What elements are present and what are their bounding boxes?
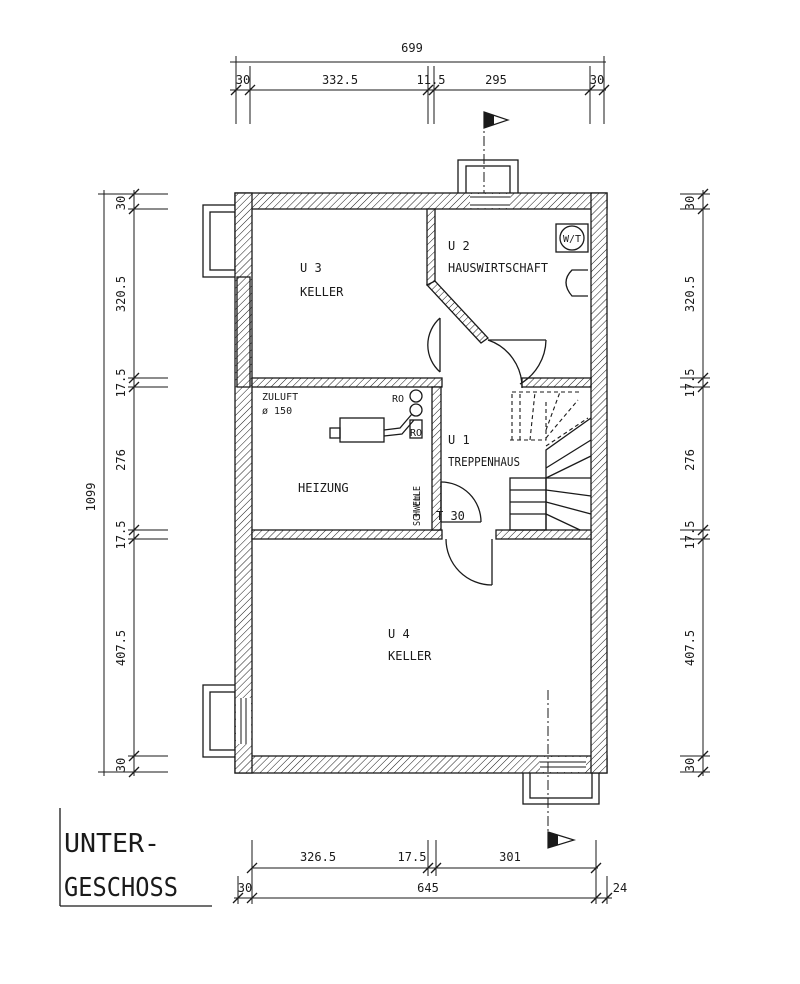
dim-top-total: 699: [401, 41, 423, 55]
utility-sink: [565, 269, 588, 297]
plan-title-line-1: UNTER-: [64, 829, 160, 859]
dim-right-part-2: 320.5: [683, 276, 697, 312]
flue-label-bottom: RO: [410, 428, 422, 439]
dim-bottom-right: 24: [613, 881, 627, 895]
wall-u3-u2-diagonal: [425, 280, 489, 344]
door-u3: [427, 317, 441, 373]
dim-bottom-part-2: 17.5: [398, 850, 427, 864]
room-u3-name: KELLER: [300, 285, 344, 299]
section-marker-top: [483, 111, 510, 200]
zuluft-size-label: ø 150: [262, 406, 292, 417]
room-heizung-name: HEIZUNG: [298, 481, 349, 495]
plan-title-line-2: GESCHOSS: [64, 873, 178, 903]
dim-right-part-6: 407.5: [683, 630, 697, 666]
door-u2: [487, 339, 523, 389]
door-u4: [445, 538, 493, 586]
room-u4-number: U 4: [388, 627, 410, 641]
light-well-top: [457, 159, 519, 197]
left-dimension-chain: 1099 30 320.5 17.5 276 17.5 407.5 30: [84, 188, 168, 778]
dim-right-part-3: 17.5: [683, 369, 697, 398]
dim-top-part-2: 332.5: [322, 73, 358, 87]
dim-bottom-total: 645: [417, 881, 439, 895]
walls: [234, 192, 608, 774]
light-well-left-top: [202, 204, 238, 278]
dim-left-part-5: 17.5: [114, 521, 128, 550]
section-marker-bottom: [547, 690, 577, 849]
room-u4-name: KELLER: [388, 649, 432, 663]
room-u3-number: U 3: [300, 261, 322, 275]
dim-right-part-4: 276: [683, 449, 697, 471]
dim-top-part-1: 30: [236, 73, 250, 87]
dim-left-part-2: 320.5: [114, 276, 128, 312]
dim-left-total: 1099: [84, 483, 98, 512]
wall-heizung-u4: [251, 529, 443, 540]
dim-left-part-7: 30: [114, 758, 128, 772]
right-dimension-chain: 30 320.5 17.5 276 17.5 407.5 30: [680, 188, 710, 778]
dim-left-part-3: 17.5: [114, 369, 128, 398]
dim-left-part-4: 276: [114, 449, 128, 471]
room-u1-number: U 1: [448, 433, 470, 447]
dim-top-part-3: 11.5: [417, 73, 446, 87]
title-block: UNTER- GESCHOSS: [59, 808, 212, 907]
dim-bottom-part-3: 301: [499, 850, 521, 864]
dim-top-part-5: 30: [590, 73, 604, 87]
chimney-flues: [409, 389, 423, 439]
door-heizung-t30: [440, 481, 482, 523]
dim-bottom-left: 30: [238, 881, 252, 895]
top-dimension-chain: 699 30 332.5 11.5 295 30: [230, 41, 610, 124]
room-u2-name: HAUSWIRTSCHAFT: [448, 261, 548, 275]
wall-u3-heizung: [251, 377, 443, 388]
wall-u1-u4: [495, 529, 592, 540]
dim-left-part-1: 30: [114, 196, 128, 210]
washer-dryer: W/T: [555, 223, 589, 253]
wall-exterior-right: [590, 192, 608, 774]
dim-top-part-4: 295: [485, 73, 507, 87]
door-rating-label: T 30: [436, 509, 465, 523]
wall-u3-u2: [426, 208, 436, 286]
threshold-height-label: 3 cm: [412, 495, 423, 519]
bottom-dimension-chain: 326.5 17.5 301 30 645 24: [232, 840, 627, 904]
light-well-bottom: [522, 769, 600, 805]
wall-u2-u1: [521, 377, 592, 388]
room-u1-name: TREPPENHAUS: [448, 455, 520, 469]
washer-dryer-label: W/T: [563, 234, 581, 245]
light-well-left-bottom: [202, 684, 238, 758]
flue-label-top: RO: [392, 394, 404, 405]
wall-exterior-top: [234, 192, 608, 210]
threshold-label: SCHWELLE: [412, 486, 423, 526]
boiler: [329, 413, 415, 443]
dim-right-part-5: 17.5: [683, 521, 697, 550]
dim-right-part-1: 30: [683, 196, 697, 210]
doors: [427, 317, 547, 586]
ventilation-shaft: [236, 276, 251, 388]
wall-heizung-u1: [431, 386, 442, 531]
dim-left-part-6: 407.5: [114, 630, 128, 666]
zuluft-label: ZULUFT: [262, 392, 298, 403]
room-u2-number: U 2: [448, 239, 470, 253]
dim-right-part-7: 30: [683, 758, 697, 772]
dim-bottom-part-1: 326.5: [300, 850, 336, 864]
staircase: [509, 391, 592, 531]
